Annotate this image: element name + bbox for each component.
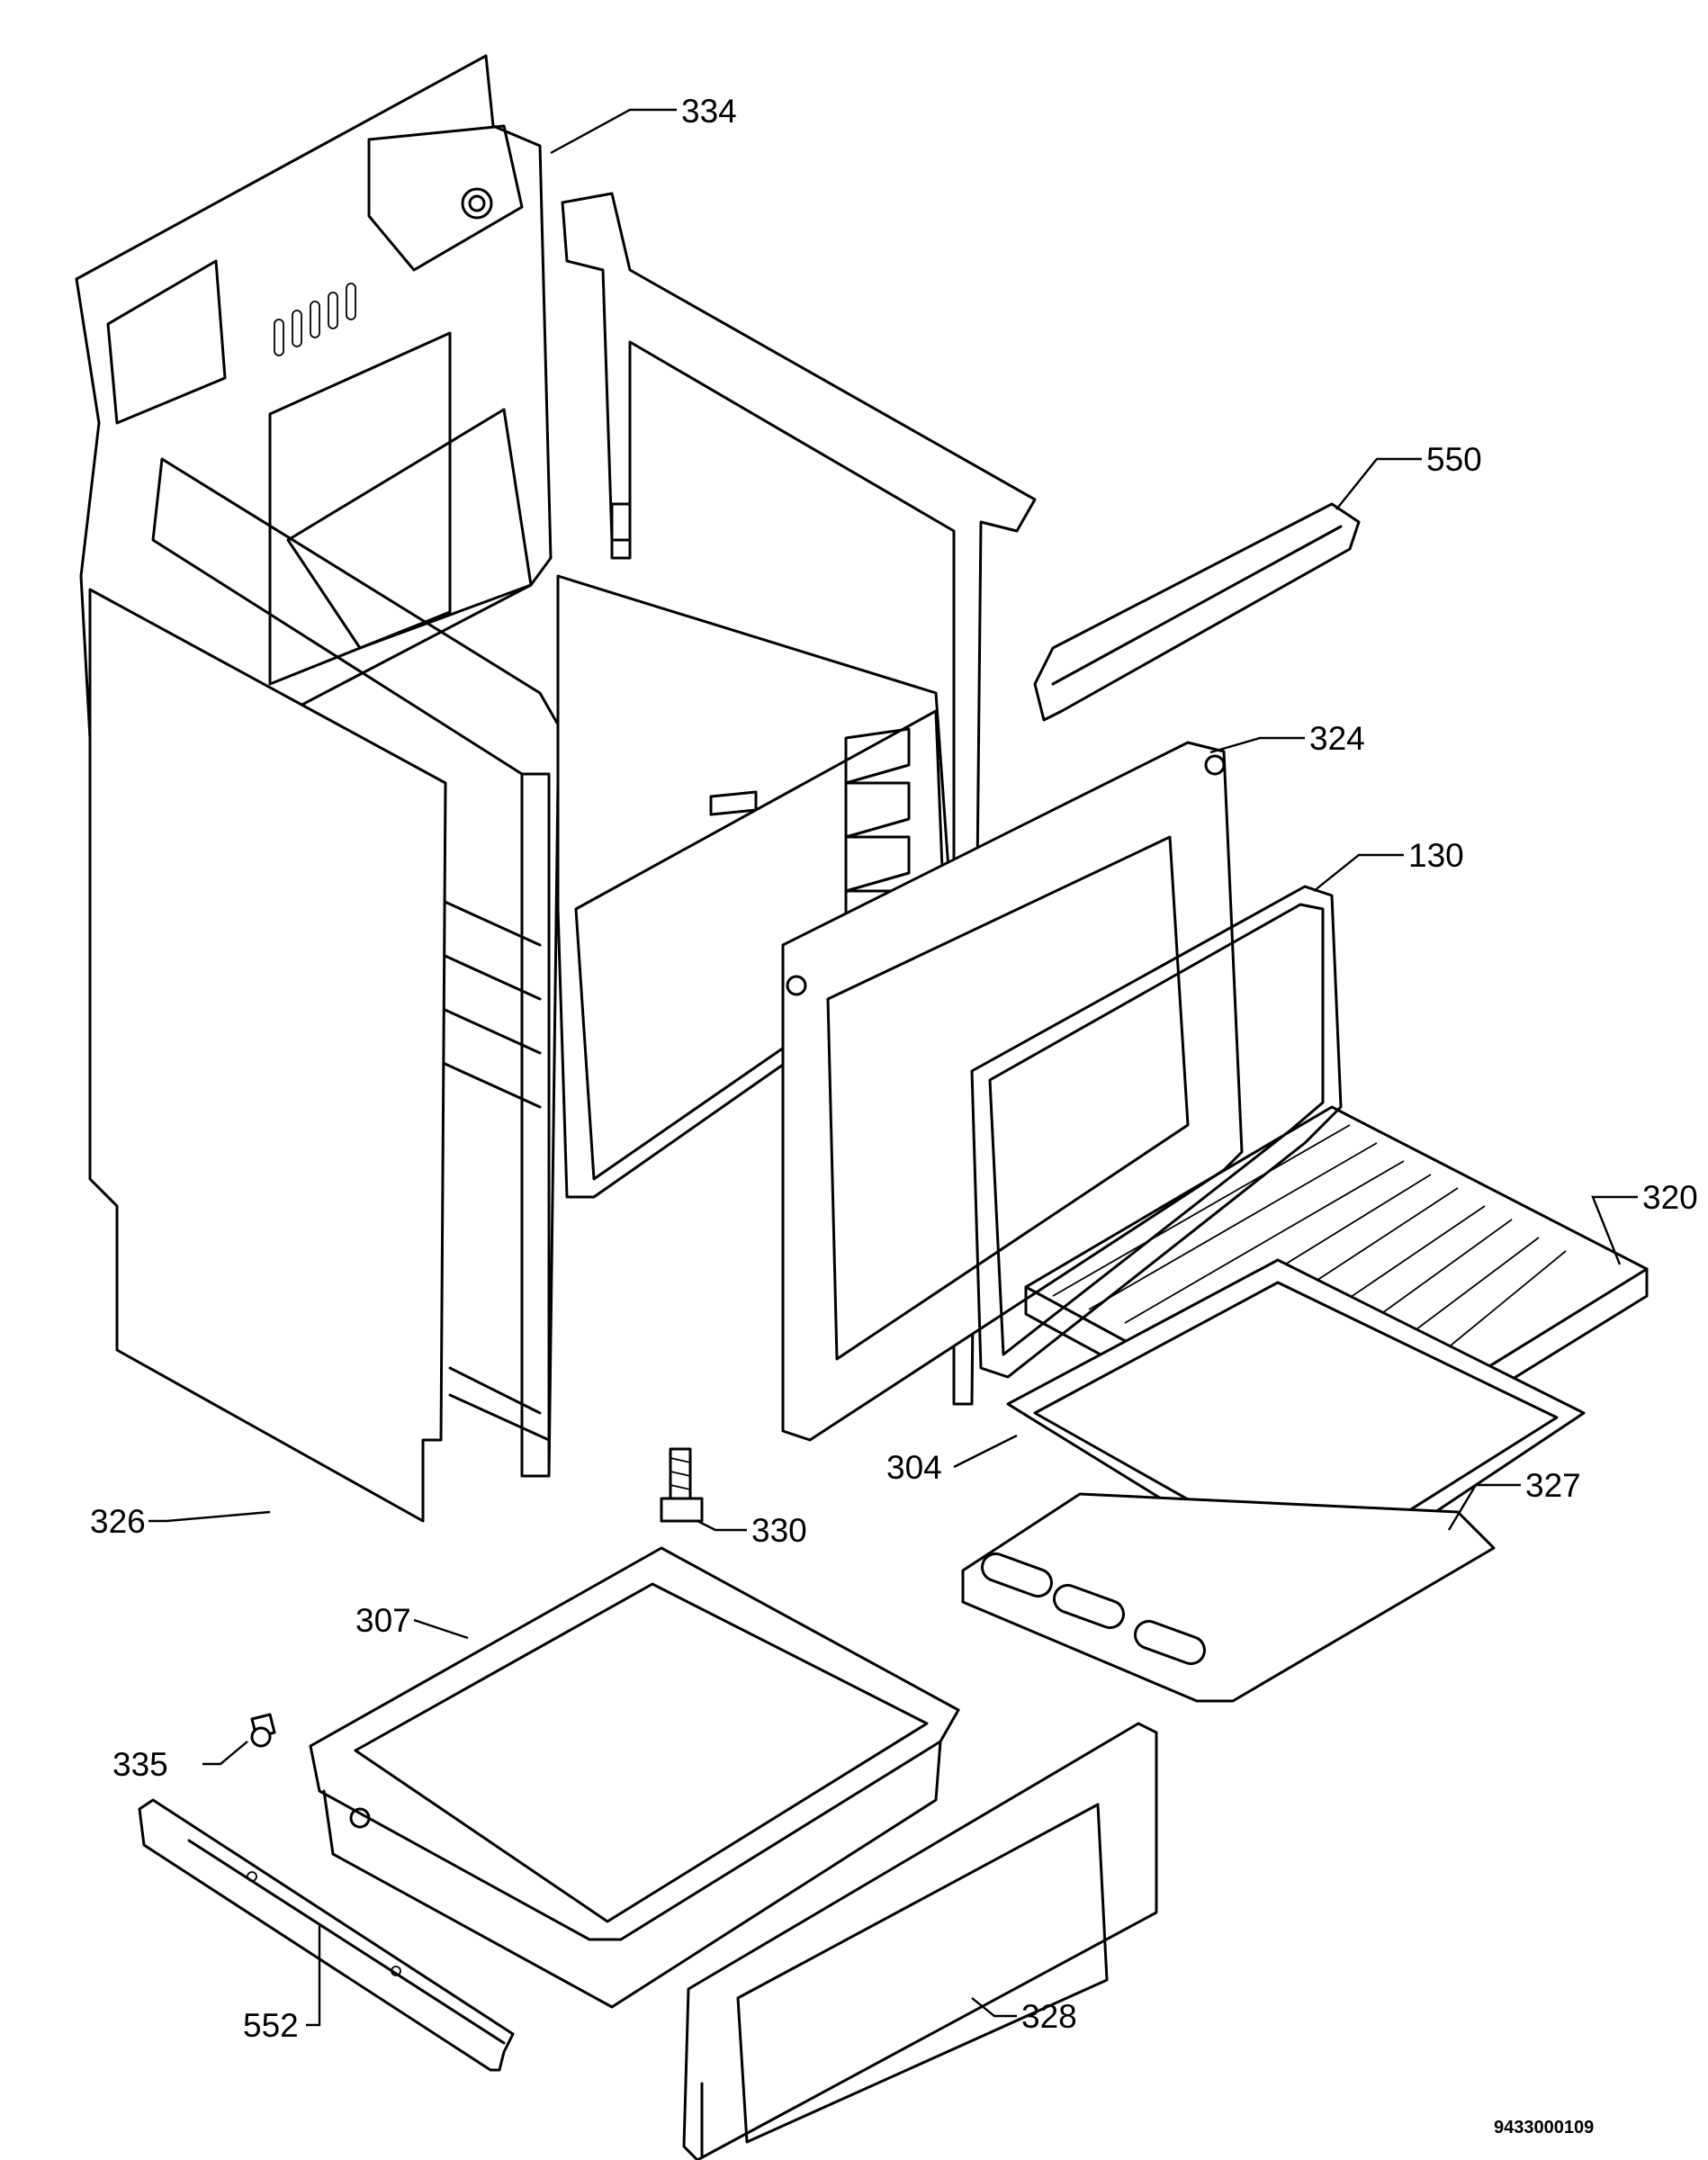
screw-335 [250, 1713, 276, 1748]
callout-334: 334 [681, 93, 737, 130]
callout-326: 326 [90, 1503, 146, 1540]
trim-strip-550 [1033, 502, 1361, 722]
callout-324: 324 [1309, 720, 1365, 757]
drawer-307 [309, 1546, 960, 2009]
leader-lines [148, 108, 1638, 2027]
callout-labels: 334 550 324 130 320 304 327 326 330 307 … [90, 93, 1698, 2044]
document-number: 9433000109 [1494, 2118, 1594, 2138]
callout-307: 307 [355, 1602, 411, 1639]
callout-552: 552 [243, 2007, 299, 2044]
callout-550: 550 [1426, 441, 1482, 478]
runner-rail-552 [138, 1798, 515, 2072]
callout-130: 130 [1408, 837, 1464, 874]
oven-cavity [286, 408, 956, 1199]
drawer-front-328 [682, 1722, 1158, 2160]
callout-327: 327 [1525, 1467, 1581, 1504]
callout-330: 330 [751, 1512, 807, 1549]
callout-328: 328 [1021, 1998, 1077, 2035]
side-panel-326 [88, 588, 447, 1523]
callout-335: 335 [112, 1746, 168, 1783]
callout-320: 320 [1642, 1179, 1698, 1216]
bottom-plate-327 [961, 1492, 1496, 1703]
door-seal-130 [970, 885, 1343, 1379]
vent-slots [274, 283, 356, 356]
callout-304: 304 [886, 1449, 942, 1486]
side-frame [151, 192, 1037, 1478]
bolt-330 [660, 1447, 704, 1523]
front-frame-324 [781, 741, 1244, 1442]
